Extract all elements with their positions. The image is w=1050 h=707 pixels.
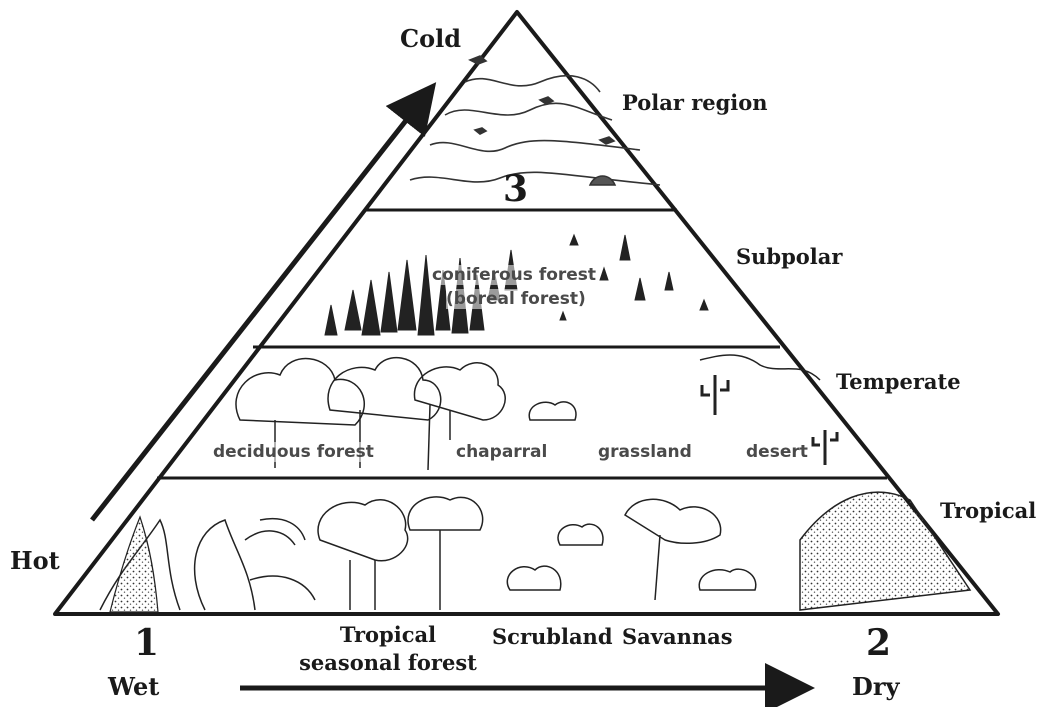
- hot-label: Hot: [10, 546, 60, 575]
- corner-number-1: 1: [134, 622, 159, 664]
- bottom-label-scrubland: Scrubland: [492, 624, 613, 649]
- zone-label-temperate: Temperate: [836, 369, 961, 394]
- conifer-trees-illustration: [325, 235, 708, 335]
- wet-label: Wet: [108, 672, 159, 701]
- dry-label: Dry: [852, 672, 899, 701]
- tropical-illustration: [100, 497, 756, 610]
- biome-label-boreal: (boreal forest): [446, 289, 586, 309]
- cold-label: Cold: [400, 24, 461, 53]
- corner-number-3: 3: [503, 168, 528, 210]
- biome-label-desert: desert: [746, 442, 808, 462]
- corner-number-2: 2: [866, 622, 891, 664]
- polar-ice-illustration: [410, 56, 660, 185]
- bottom-label-tropical-seasonal: Tropical seasonal forest: [288, 621, 488, 677]
- biome-label-coniferous: coniferous forest: [432, 265, 596, 285]
- biome-label-deciduous: deciduous forest: [213, 442, 374, 462]
- zone-label-polar: Polar region: [622, 90, 768, 115]
- bottom-label-savannas: Savannas: [622, 624, 733, 649]
- biome-label-grassland: grassland: [598, 442, 692, 462]
- zone-label-tropical: Tropical: [940, 498, 1036, 523]
- biome-label-chaparral: chaparral: [456, 442, 547, 462]
- zone-label-subpolar: Subpolar: [736, 244, 842, 269]
